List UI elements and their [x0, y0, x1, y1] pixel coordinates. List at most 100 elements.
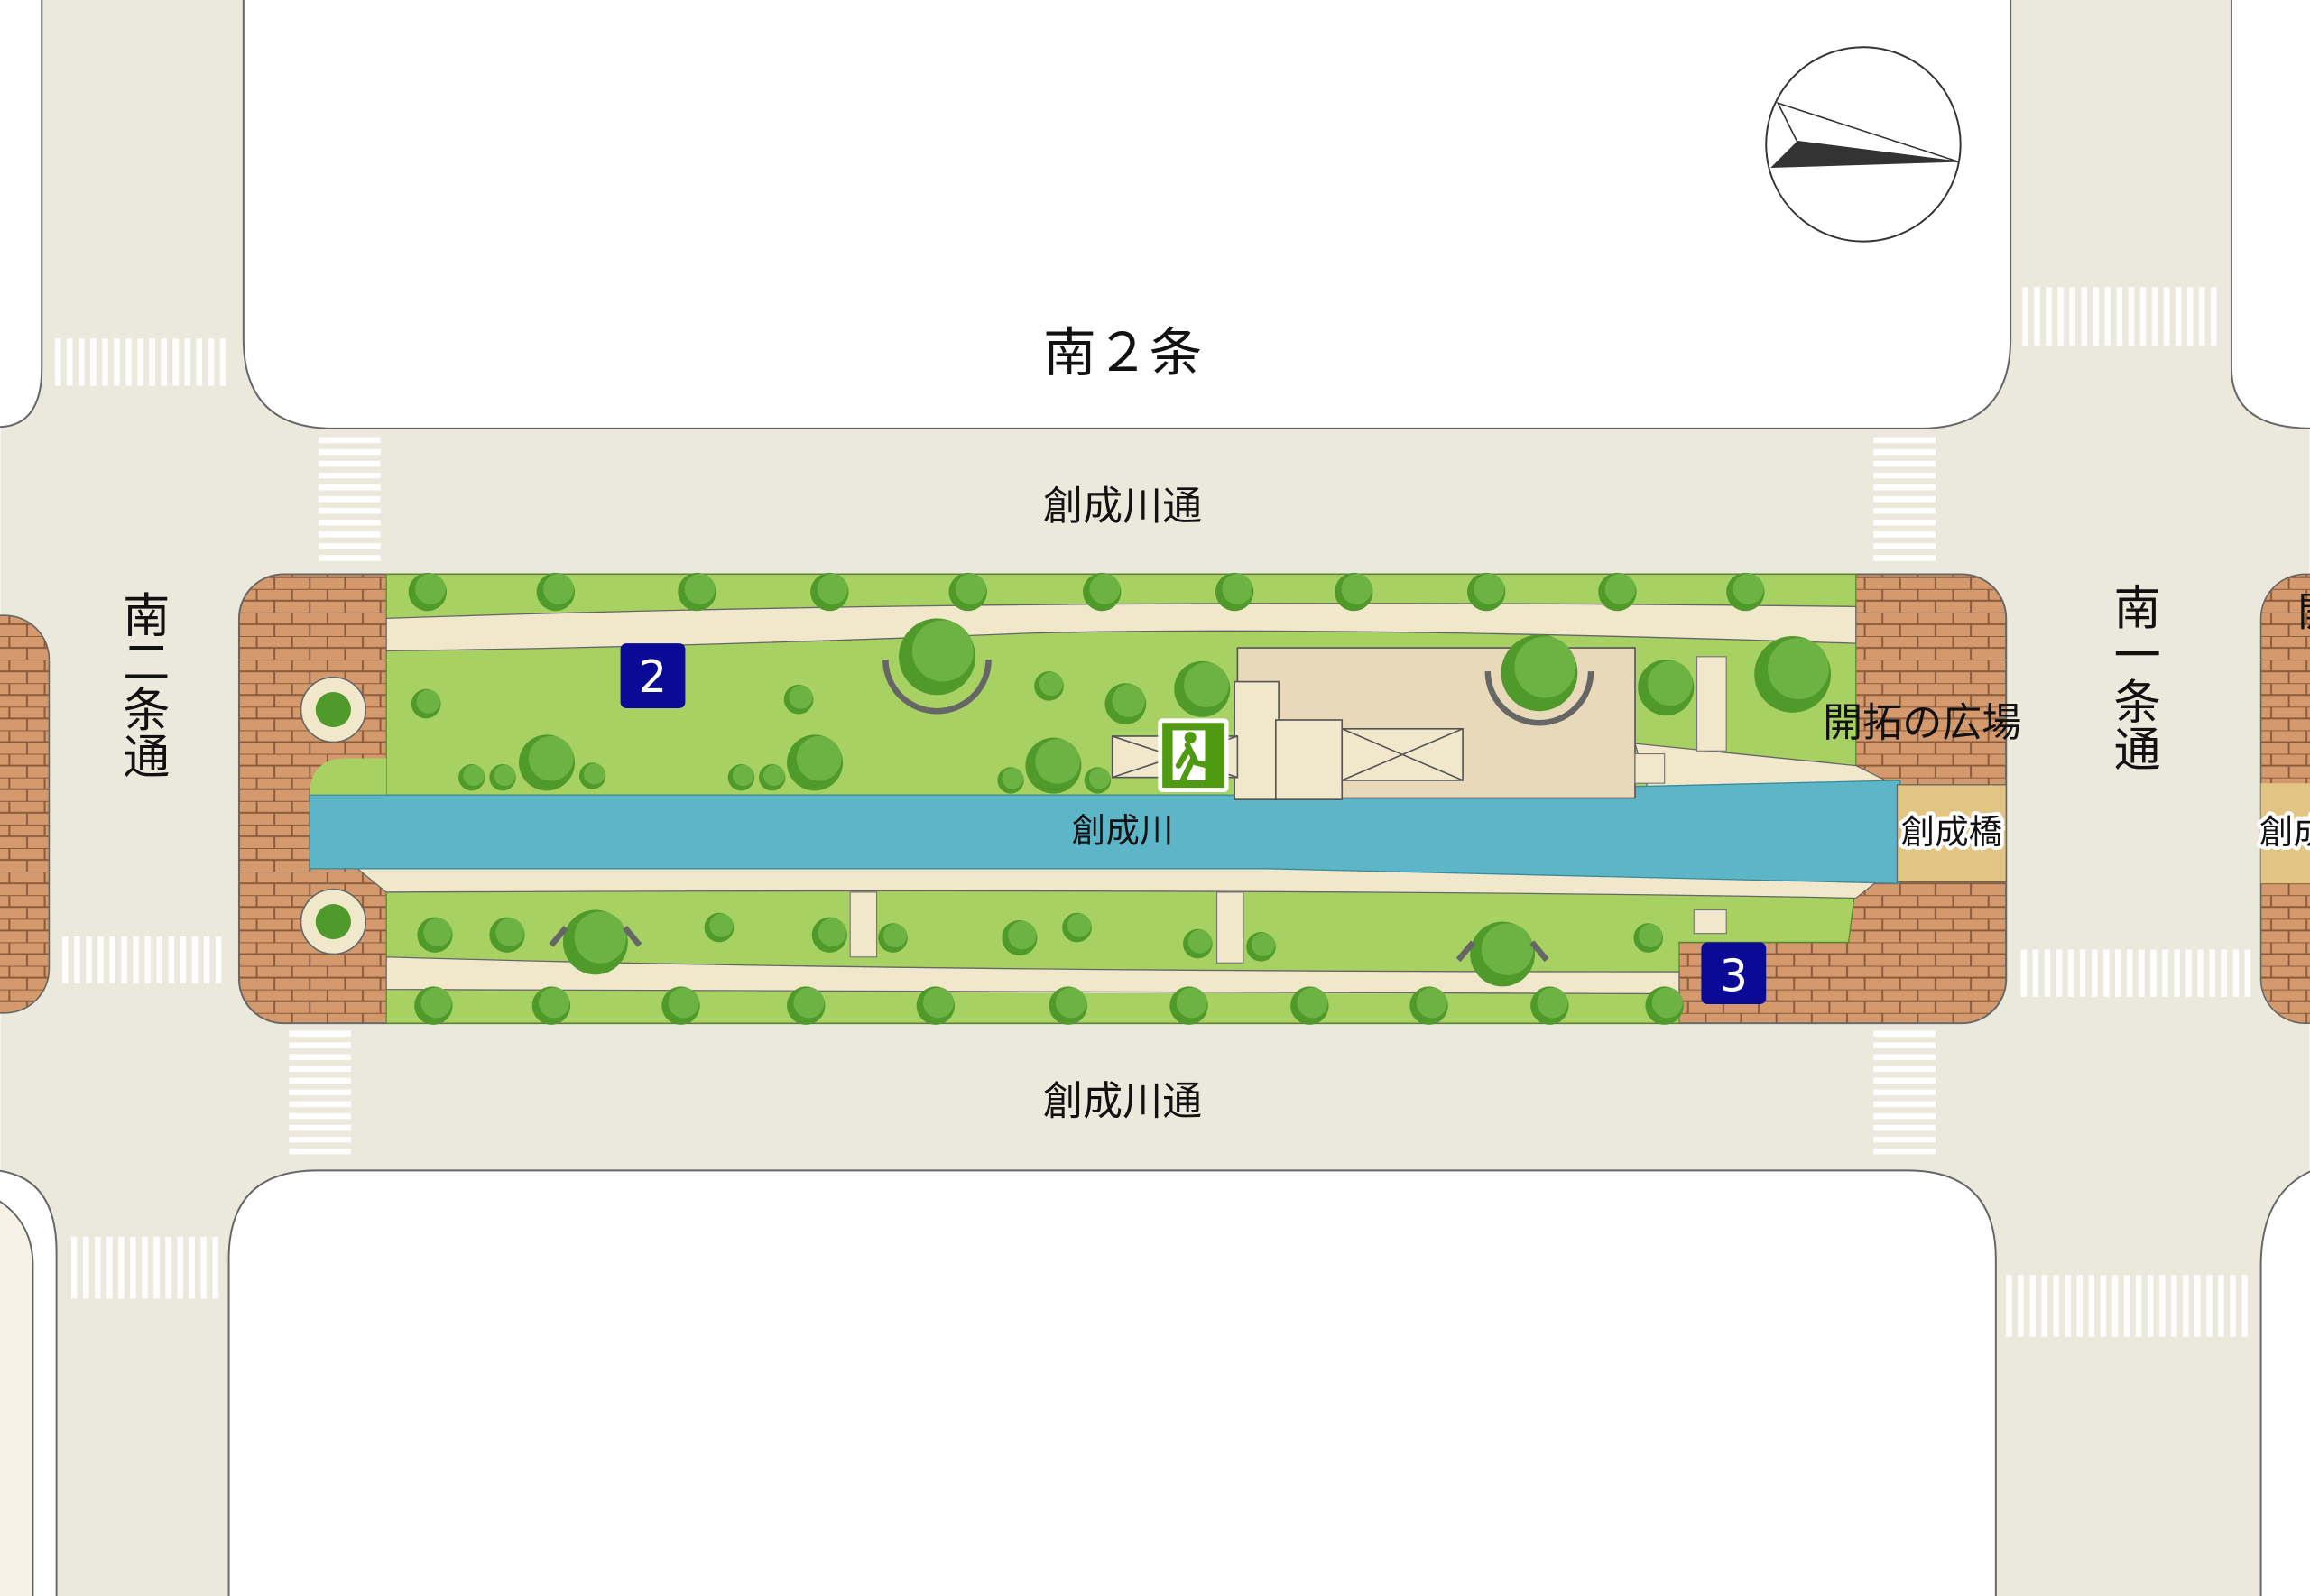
crosswalk-stripe — [2116, 287, 2123, 346]
crosswalk-stripe — [1873, 1136, 1936, 1143]
crosswalk-stripe — [2158, 1275, 2166, 1337]
crosswalk-stripe — [1873, 1148, 1936, 1155]
crosswalk-stripe — [319, 472, 381, 479]
tree-icon — [1638, 660, 1695, 716]
crosswalk-stripe — [2032, 949, 2039, 997]
tree-icon — [1025, 737, 1082, 794]
crosswalk-stripe — [2162, 949, 2168, 997]
tree-icon — [1598, 572, 1637, 612]
crosswalk-stripe — [2232, 949, 2240, 997]
tree-icon — [661, 986, 700, 1025]
crosswalk-stripe — [289, 1077, 351, 1084]
tree-icon — [1215, 572, 1254, 612]
crosswalk-stripe — [289, 1124, 351, 1131]
tree-icon — [787, 734, 844, 791]
tree-icon — [948, 572, 987, 612]
crosswalk-stripe — [177, 1236, 183, 1299]
bench — [1455, 940, 1549, 963]
tree-icon — [562, 909, 628, 975]
crosswalk-stripe — [2065, 1275, 2072, 1337]
tree-icon — [1466, 572, 1506, 612]
crosswalk-stripe — [149, 338, 155, 386]
bridge-label: 創成橋 — [1901, 812, 2003, 852]
crosswalk-stripe — [2102, 949, 2110, 997]
marker-label: 2 — [639, 651, 667, 703]
crosswalk-stripe — [54, 338, 61, 386]
crosswalk-stripe — [97, 936, 104, 984]
crosswalk-stripe — [2147, 1275, 2154, 1337]
crosswalk-stripe — [2185, 949, 2192, 997]
tree-icon — [1002, 919, 1038, 956]
location-marker-2[interactable]: 2 — [620, 643, 686, 708]
crosswalk-stripe — [2199, 287, 2205, 346]
crosswalk-stripe — [289, 1042, 351, 1048]
crosswalk-stripe — [142, 1236, 148, 1299]
crosswalk-stripe — [189, 1236, 195, 1299]
crosswalk-stripe — [2079, 949, 2086, 997]
crosswalk-stripe — [74, 936, 80, 984]
crosswalk-stripe — [1873, 1066, 1936, 1073]
tree-icon — [787, 986, 826, 1025]
crosswalk-stripe — [2218, 1275, 2224, 1337]
crosswalk-stripe — [2057, 287, 2064, 346]
crosswalk-stripe — [1873, 484, 1936, 491]
crosswalk-stripe — [2056, 949, 2063, 997]
bench-arc — [882, 660, 992, 715]
crosswalk-stripe — [289, 1148, 351, 1155]
path-north — [385, 603, 1857, 651]
tree-icon — [1169, 986, 1208, 1025]
tree-icon — [1501, 634, 1578, 712]
tree-icon — [997, 767, 1024, 794]
crosswalk-stripe — [2171, 1275, 2177, 1337]
brick-island-left-partial — [0, 614, 51, 1014]
tree-icon — [1183, 928, 1213, 959]
crosswalk-stripe — [1873, 543, 1936, 549]
crosswalk-stripe — [2046, 287, 2052, 346]
crosswalk-stripe — [2197, 949, 2204, 997]
trees — [408, 572, 1832, 1025]
crosswalk-stripe — [156, 936, 163, 984]
crosswalks — [54, 287, 2251, 1337]
crosswalk-stripe — [319, 437, 381, 444]
crosswalk-stripe — [2018, 1275, 2024, 1337]
crosswalk-stripe — [161, 338, 167, 386]
crosswalk-stripe — [2069, 287, 2075, 346]
crosswalk-stripe — [289, 1112, 351, 1120]
crosswalk-stripe — [2091, 949, 2098, 997]
crosswalk-stripe — [2163, 287, 2170, 346]
crosswalk-stripe — [2150, 949, 2157, 997]
crosswalk-stripe — [289, 1101, 351, 1108]
crosswalk-stripe — [2135, 1275, 2142, 1337]
tree-icon — [759, 763, 786, 791]
park — [237, 572, 2008, 1025]
crosswalk-stripe — [180, 936, 187, 984]
crosswalk-stripe — [133, 936, 139, 984]
crosswalk-stripe — [130, 1236, 136, 1299]
crosswalk-stripe — [2221, 949, 2228, 997]
crosswalk-stripe — [144, 936, 152, 984]
crosswalk-stripe — [1873, 1101, 1936, 1108]
crosswalk-stripe — [114, 338, 120, 386]
tree-icon — [1062, 912, 1092, 943]
river-label: 創成川 — [1072, 810, 1174, 850]
street-label-west: 南二条通 — [115, 590, 169, 779]
tree-icon — [531, 986, 571, 1025]
tree-icon — [678, 572, 716, 612]
tree-icon — [408, 572, 448, 612]
crosswalk-stripe — [1873, 508, 1936, 514]
block-label-north: 南２条 — [1043, 321, 1202, 383]
bridge-right-partial — [2260, 783, 2310, 884]
crosswalk-stripe — [1873, 460, 1936, 467]
crosswalk-stripe — [289, 1030, 351, 1037]
tree-icon — [1034, 671, 1064, 701]
crosswalk-stripe — [2029, 1275, 2036, 1337]
stairs — [849, 656, 1727, 964]
crosswalk-stripe — [1873, 1112, 1936, 1120]
crosswalk-stripe — [1873, 1030, 1936, 1037]
crosswalk-stripe — [2186, 287, 2194, 346]
tree-icon — [1104, 683, 1147, 724]
location-marker-3[interactable]: 3 — [1701, 942, 1767, 1004]
crosswalk-stripe — [208, 338, 215, 386]
plaza-label-partial: 開 — [2297, 590, 2310, 636]
crosswalk-stripe — [1873, 437, 1936, 444]
